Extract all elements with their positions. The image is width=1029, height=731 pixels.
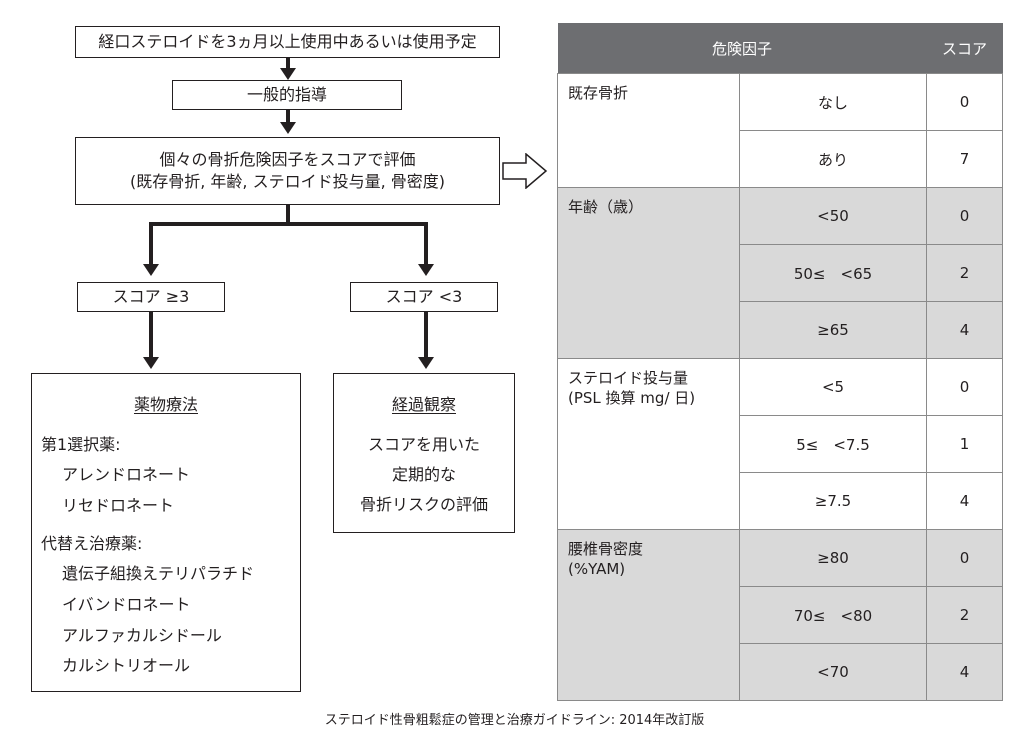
first-choice-label: 第1選択薬: [41,435,121,454]
header-factor: 危険因子 [557,23,927,74]
factor-cell: 年齢（歳） [557,187,740,359]
connector-high-drug [149,312,153,359]
table-row: 既存骨折 なし 0 [557,73,1004,188]
alternative-drug: カルシトリオール [62,656,191,675]
alternative-drug: イバンドロネート [62,595,191,614]
score-high-box: スコア ≥3 [77,282,225,312]
value-cell: 50≤ <65 [738,244,928,302]
start-box: 経口ステロイドを3ヵ月以上使用中あるいは使用予定 [75,26,500,58]
value-cell: 70≤ <80 [738,586,928,644]
drug-therapy-box: 薬物療法 第1選択薬: アレンドロネート リセドロネート 代替え治療薬: 遺伝子… [31,373,301,692]
arrow-to-drug [143,357,159,369]
source-caption: ステロイド性骨粗鬆症の管理と治療ガイドライン: 2014年改訂版 [324,713,705,728]
arrow-to-observe [418,357,434,369]
connector-low-observe [424,312,428,359]
arrow-to-general [280,68,296,80]
alternative-drug: 遺伝子組換えテリパラチド [62,564,255,583]
evaluate-line-2: (既存骨折, 年齢, ステロイド投与量, 骨密度) [129,172,445,191]
table-row: ≥65 4 [558,301,1004,359]
value-cell: なし [738,73,928,131]
drug-therapy-title: 薬物療法 [133,395,198,414]
observation-title: 経過観察 [391,395,456,414]
arrow-to-evaluate [280,122,296,134]
table-row: 50≤ <65 2 [558,244,1004,302]
factor-cell: 腰椎骨密度 (%YAM) [557,529,740,701]
connector-start-general [286,58,290,70]
value-cell: <5 [738,358,928,416]
evaluate-box: 個々の骨折危険因子をスコアで評価 (既存骨折, 年齢, ステロイド投与量, 骨密… [75,137,500,205]
score-cell: 0 [926,529,1004,587]
score-cell: 0 [926,358,1004,416]
factor-cell: ステロイド投与量 (PSL 換算 mg/ 日) [557,358,740,530]
first-choice-drug: リセドロネート [62,496,175,515]
observation-line: スコアを用いた [367,435,480,454]
score-cell: 2 [926,244,1004,302]
split-horizontal-line [149,222,428,226]
start-text: 経口ステロイドを3ヵ月以上使用中あるいは使用予定 [98,32,477,52]
evaluate-line-1: 個々の骨折危険因子をスコアで評価 [159,150,416,170]
risk-factor-table: 危険因子 スコア 既存骨折 なし 0 あり 7 年齢（歳） <50 0 50≤ … [557,23,1004,701]
connector-split-low [424,222,428,266]
table-row: あり 7 [558,130,1004,188]
connector-general-evaluate [286,110,290,124]
general-guidance-box: 一般的指導 [172,80,402,110]
score-cell: 0 [926,73,1004,131]
connector-split-high [149,222,153,266]
value-cell: ≥7.5 [738,472,928,530]
score-cell: 4 [926,301,1004,359]
table-row: 5≤ <7.5 1 [558,415,1004,473]
value-cell: ≥80 [738,529,928,587]
score-cell: 2 [926,586,1004,644]
observation-box: 経過観察 スコアを用いた 定期的な 骨折リスクの評価 [333,373,515,533]
alternative-drug: アルファカルシドール [62,626,222,645]
alternative-label: 代替え治療薬: [41,534,143,553]
value-cell: あり [738,130,928,188]
table-row: <70 4 [558,643,1004,701]
score-low-text: スコア <3 [385,287,463,307]
table-row: ≥7.5 4 [558,472,1004,530]
header-score: スコア [926,23,1003,74]
score-cell: 0 [926,187,1004,245]
first-choice-drug: アレンドロネート [62,465,191,484]
hollow-arrow-icon [502,153,548,189]
table-header-row: 危険因子 スコア [557,23,1003,74]
score-high-text: スコア ≥3 [112,287,190,307]
score-cell: 4 [926,472,1004,530]
value-cell: <50 [738,187,928,245]
factor-cell: 既存骨折 [557,73,740,188]
general-guidance-text: 一般的指導 [246,85,327,105]
score-cell: 4 [926,643,1004,701]
value-cell: 5≤ <7.5 [738,415,928,473]
connector-evaluate-split [286,205,290,225]
table-row: 年齢（歳） <50 0 [557,187,1004,359]
arrow-to-score-high [143,264,159,276]
observation-line: 定期的な [391,465,456,484]
score-cell: 1 [926,415,1004,473]
value-cell: <70 [738,643,928,701]
score-low-box: スコア <3 [350,282,498,312]
arrow-to-score-low [418,264,434,276]
table-row: 腰椎骨密度 (%YAM) ≥80 0 [557,529,1004,701]
score-cell: 7 [926,130,1004,188]
value-cell: ≥65 [738,301,928,359]
observation-line: 骨折リスクの評価 [359,495,488,514]
table-row: ステロイド投与量 (PSL 換算 mg/ 日) <5 0 [557,358,1004,530]
